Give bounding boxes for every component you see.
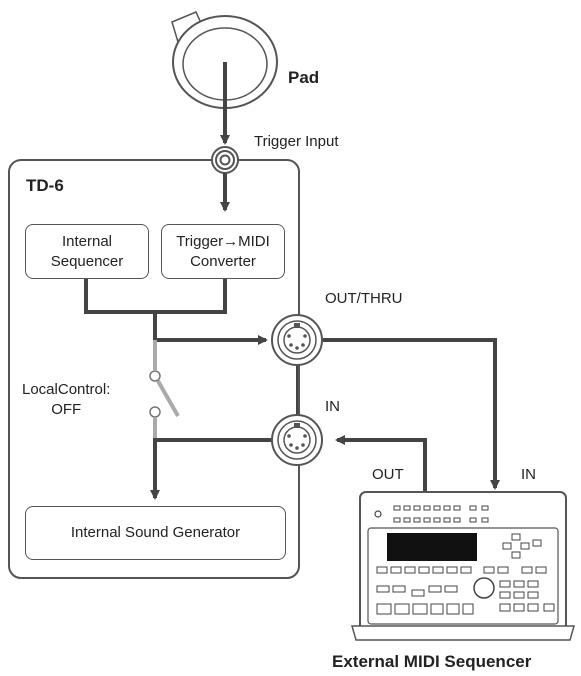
external-out-label: OUT bbox=[372, 466, 404, 483]
pad-label: Pad bbox=[288, 68, 320, 87]
trigger-midi-converter-box: Trigger→MIDI Converter bbox=[161, 224, 285, 279]
in-port-label: IN bbox=[325, 398, 340, 415]
internal-sound-generator-box: Internal Sound Generator bbox=[25, 506, 286, 560]
in-connector-icon bbox=[271, 414, 323, 466]
out-thru-port-label: OUT/THRU bbox=[325, 290, 403, 307]
internal-sequencer-box: Internal Sequencer bbox=[25, 224, 149, 279]
out-thru-connector-icon bbox=[271, 314, 323, 366]
local-control-line1: LocalControl: bbox=[22, 381, 111, 398]
converter-line2: Converter bbox=[190, 252, 256, 270]
internal-sequencer-line2: Sequencer bbox=[50, 252, 124, 270]
out-thru-to-external-in-arrow bbox=[323, 338, 500, 490]
external-sequencer-icon bbox=[351, 491, 575, 641]
external-in-label: IN bbox=[521, 466, 536, 483]
device-name: TD-6 bbox=[26, 176, 64, 195]
converter-line1: Trigger→MIDI bbox=[176, 232, 270, 250]
sound-generator-label: Internal Sound Generator bbox=[70, 524, 241, 541]
local-control-label: LocalControl: OFF bbox=[22, 380, 110, 420]
local-control-switch-icon bbox=[149, 340, 180, 440]
trigger-input-label: Trigger Input bbox=[254, 133, 339, 150]
external-out-to-in-arrow bbox=[335, 435, 427, 492]
in-to-sound-generator-arrow bbox=[150, 438, 272, 500]
sequencer-output-line bbox=[84, 279, 227, 314]
td6-enclosure bbox=[8, 159, 300, 579]
internal-sequencer-line1: Internal bbox=[61, 232, 113, 250]
local-control-line2: OFF bbox=[51, 401, 82, 418]
trigger-input-jack-icon bbox=[211, 146, 239, 174]
external-sequencer-label: External MIDI Sequencer bbox=[332, 652, 532, 671]
